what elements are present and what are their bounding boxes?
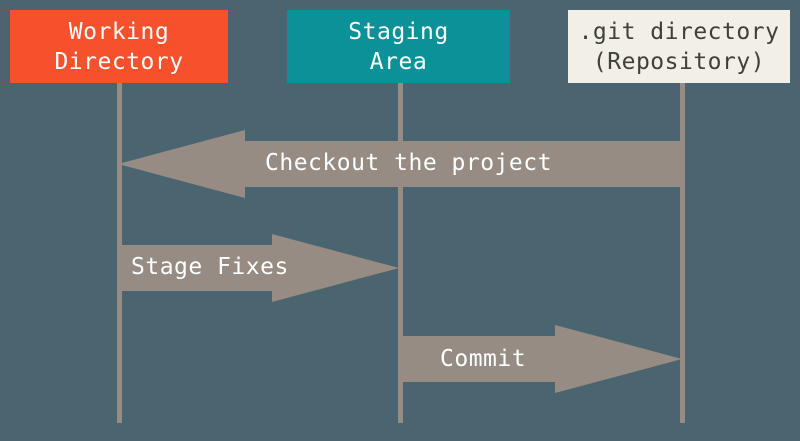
node-staging-area: Staging Area [287,10,510,83]
arrow-checkout-label: Checkout the project [265,150,552,176]
node-git-directory-line1: .git directory [578,18,780,45]
node-git-directory: .git directory (Repository) [568,10,790,83]
arrow-checkout [118,128,680,200]
arrow-stage-fixes [118,232,399,304]
arrow-stage-fixes-label: Stage Fixes [131,254,289,280]
node-git-directory-line2: (Repository) [592,48,766,75]
arrow-commit-label: Commit [440,346,527,372]
node-working-directory-line1: Working [68,18,170,45]
node-working-directory: Working Directory [10,10,228,83]
lifeline-staging-area [398,83,403,423]
lifeline-git-directory [680,83,685,423]
node-working-directory-line2: Directory [54,48,184,75]
node-staging-area-line1: Staging [348,18,449,45]
node-staging-area-line2: Area [369,48,428,75]
arrow-commit [400,323,682,395]
